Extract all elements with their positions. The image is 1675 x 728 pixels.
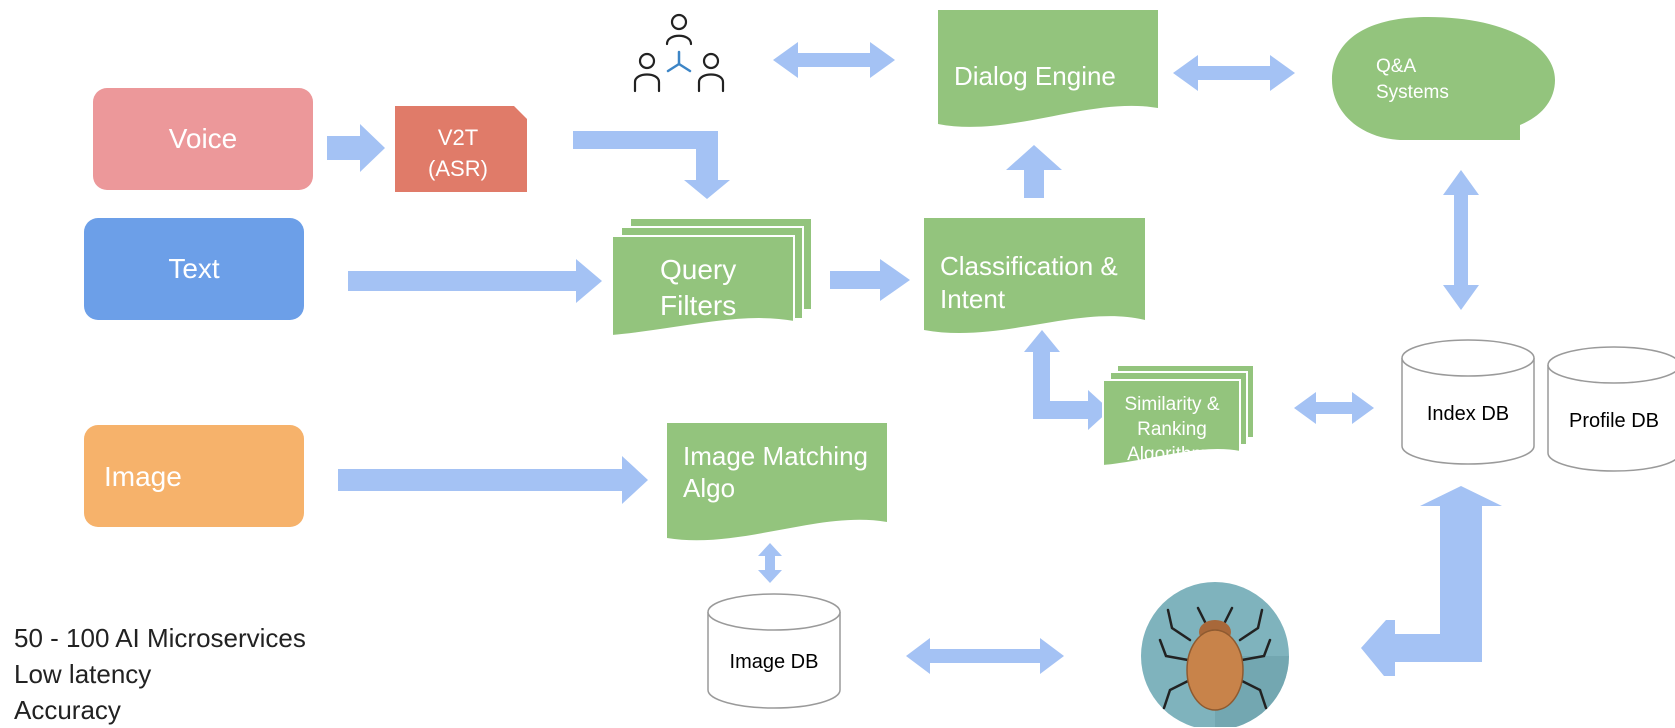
arrow-classification-similarity [1024, 330, 1110, 430]
profile-db-label: Profile DB [1569, 410, 1659, 432]
dialog-engine-label: Dialog Engine [954, 61, 1116, 91]
qa-label-line2: Systems [1376, 82, 1449, 103]
arrow-image-matching [338, 456, 648, 504]
query-filters-node: Query Filters [611, 217, 813, 338]
profile-db: Profile DB [1547, 346, 1675, 472]
index-db: Index DB [1401, 339, 1535, 465]
similarity-line2: Ranking [1137, 419, 1207, 440]
arrow-voice-v2t [327, 124, 385, 172]
classification-line1: Classification & [940, 251, 1118, 281]
arrows [327, 42, 1502, 676]
classification-node: Classification & Intent [924, 218, 1145, 334]
image-input: Image [84, 425, 304, 527]
similarity-node: Similarity & Ranking Algorithms [1102, 364, 1255, 468]
people-network-icon [633, 13, 725, 93]
similarity-line1: Similarity & [1124, 394, 1219, 415]
index-db-label: Index DB [1427, 403, 1509, 425]
note-microservices: 50 - 100 AI Microservices [14, 623, 306, 653]
voice-input: Voice [93, 88, 313, 190]
image-db: Image DB [707, 593, 841, 709]
arrow-qa-index [1443, 170, 1479, 310]
query-filters-line2: Filters [660, 290, 736, 321]
arrow-text-query [348, 259, 602, 303]
arrow-query-classification [830, 259, 910, 301]
arrow-dialog-qa [1173, 55, 1295, 91]
classification-line2: Intent [940, 284, 1006, 314]
arrow-v2t-query [573, 131, 730, 199]
image-db-label: Image DB [730, 651, 819, 673]
v2t-label-line1: V2T [438, 125, 478, 150]
notes-list: 50 - 100 AI Microservices Low latency Ac… [14, 620, 306, 728]
v2t-label-line2: (ASR) [428, 156, 488, 181]
image-label: Image [104, 461, 182, 492]
arrow-similarity-index [1294, 392, 1374, 424]
image-matching-node: Image Matching Algo [667, 423, 887, 541]
spider-bug-icon [1141, 582, 1289, 727]
v2t-node: V2T (ASR) [395, 106, 527, 192]
arrow-matching-imagedb [758, 543, 782, 583]
note-latency: Low latency [14, 659, 152, 689]
voice-label: Voice [169, 123, 238, 154]
similarity-line3: Algorithms [1127, 444, 1217, 465]
text-label: Text [168, 253, 220, 284]
image-matching-line1: Image Matching [683, 441, 868, 471]
arrow-team-dialog [773, 42, 895, 78]
arrow-classification-dialog [1006, 145, 1062, 198]
dialog-engine-node: Dialog Engine [938, 10, 1158, 127]
image-matching-line2: Algo [683, 473, 735, 503]
arrow-imagedb-crawler [906, 638, 1064, 674]
note-accuracy: Accuracy [14, 695, 121, 725]
qa-label-line1: Q&A [1376, 56, 1416, 77]
qa-systems-node: Q&A Systems [1332, 17, 1555, 140]
arrow-crawler-index-elbow [1361, 486, 1502, 676]
text-input: Text [84, 218, 304, 320]
query-filters-line1: Query [660, 254, 736, 285]
